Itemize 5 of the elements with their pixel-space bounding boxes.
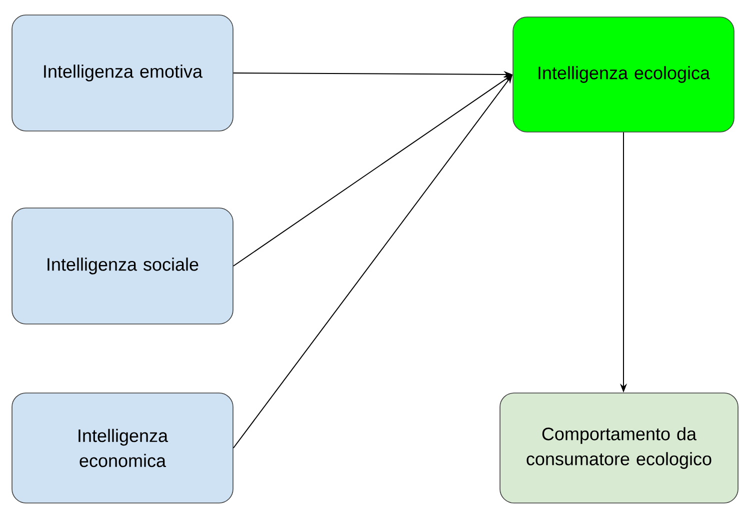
- process-box: Comportamento da consumatore ecologico: [500, 392, 738, 504]
- process-box: Intelligenza ecologica: [512, 16, 734, 132]
- process-box: Intelligenza sociale: [12, 208, 234, 324]
- process-box: Intelligenza economica: [12, 392, 234, 504]
- process-box: Intelligenza emotiva: [12, 14, 234, 132]
